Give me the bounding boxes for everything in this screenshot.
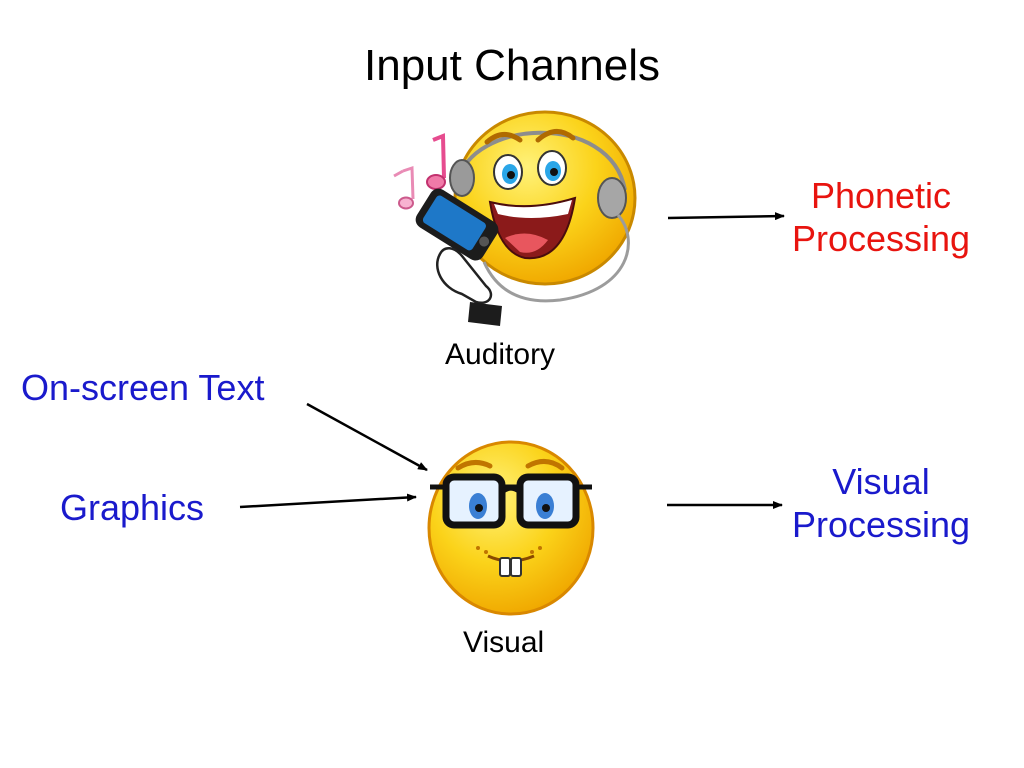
graphics-label: Graphics [60,487,205,528]
visual-processing-label: Visual Processing [776,460,986,546]
auditory-caption: Auditory [445,338,556,371]
visual-caption: Visual [463,626,545,659]
music-note-icon [393,133,446,210]
phone-icon [415,188,499,261]
visual-processing-line-1: Visual [832,461,930,502]
visual-processing-line-2: Processing [791,504,971,546]
arrow-auditory-to-phonetic [667,212,785,221]
phonetic-processing-label: Phonetic Processing [776,174,986,260]
smiley-with-headphones-icon [393,110,637,326]
on-screen-text-label: On-screen Text [21,367,265,408]
arrow-graphics-to-visual [239,493,417,509]
arrow-onscreen-text-to-visual [306,402,428,472]
slide-title: Input Channels [364,41,660,90]
phonetic-processing-line-1: Phonetic [810,175,952,216]
phonetic-processing-line-2: Processing [791,218,971,260]
smiley-with-glasses-icon [427,440,595,616]
